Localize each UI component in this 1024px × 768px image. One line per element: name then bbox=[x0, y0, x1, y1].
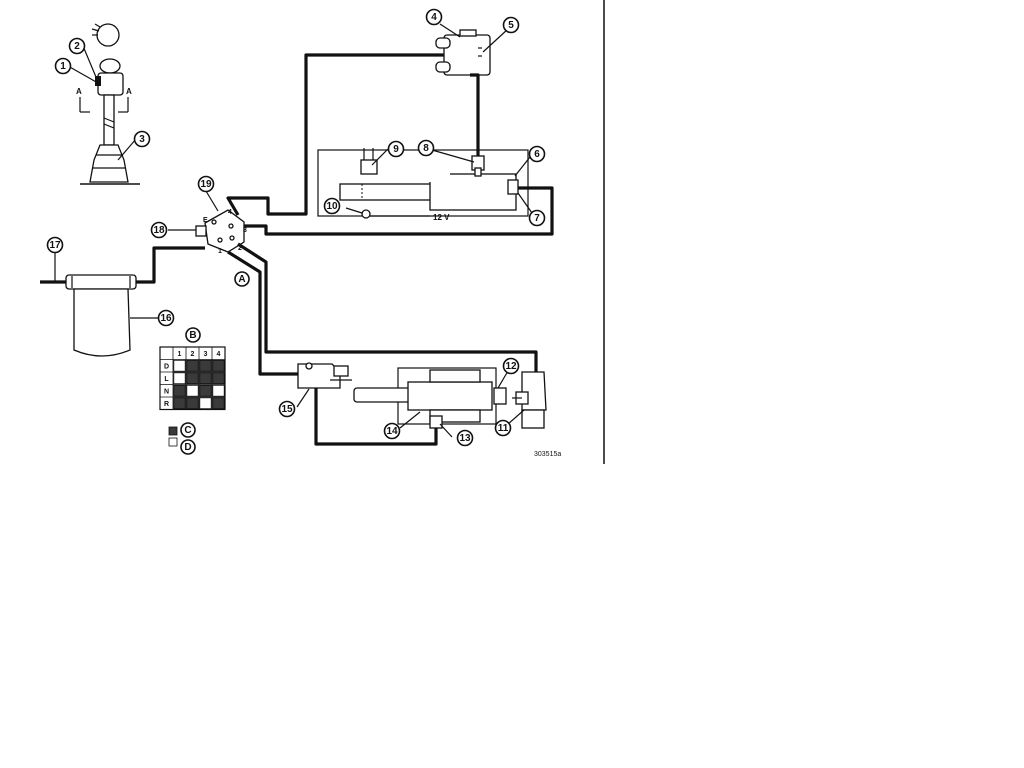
callout-12: 12 bbox=[502, 357, 520, 375]
table-cell-dark bbox=[199, 384, 212, 397]
table-cell-dark bbox=[186, 397, 199, 410]
table-col-header: 3 bbox=[204, 351, 208, 358]
port-3-label: 3 bbox=[243, 227, 247, 234]
table-row-label: N bbox=[164, 389, 169, 396]
callout-17: 17 bbox=[46, 236, 64, 254]
port-1-label: 1 bbox=[218, 248, 222, 255]
callout-3: 3 bbox=[133, 130, 151, 148]
callout-18: 18 bbox=[150, 221, 168, 239]
rotary-selector-valve: E 1 2 3 4 bbox=[168, 190, 247, 255]
detail-label-A: A bbox=[234, 271, 250, 287]
solenoid-valve-upper bbox=[435, 23, 509, 76]
svg-text:19: 19 bbox=[200, 179, 212, 190]
table-col-header: 2 bbox=[191, 351, 195, 358]
callout-15: 15 bbox=[278, 400, 296, 418]
table-cell-white bbox=[173, 359, 186, 372]
table-cell-dark bbox=[186, 359, 199, 372]
svg-text:7: 7 bbox=[534, 213, 540, 224]
table-cell-dark bbox=[199, 372, 212, 385]
table-cell-dark bbox=[173, 397, 186, 410]
lower-actuator bbox=[296, 362, 547, 438]
callout-10: 10 bbox=[323, 197, 341, 215]
port-e-label: E bbox=[203, 217, 208, 224]
table-cell-dark bbox=[212, 372, 225, 385]
svg-text:18: 18 bbox=[153, 225, 165, 236]
callout-5: 5 bbox=[502, 16, 520, 34]
figure-code: 303515a bbox=[534, 451, 561, 458]
table-cell-dark bbox=[212, 397, 225, 410]
table-cell-white bbox=[212, 384, 225, 397]
svg-text:8: 8 bbox=[423, 143, 429, 154]
svg-text:17: 17 bbox=[49, 240, 61, 251]
callout-4: 4 bbox=[425, 8, 443, 26]
svg-text:6: 6 bbox=[534, 149, 540, 160]
svg-text:15: 15 bbox=[281, 404, 293, 415]
oil-filter bbox=[54, 252, 158, 357]
port-4-label: 4 bbox=[228, 209, 232, 216]
svg-text:C: C bbox=[184, 425, 191, 436]
callout-7: 7 bbox=[528, 209, 546, 227]
upper-actuator: 12 V bbox=[317, 148, 533, 222]
table-row-label: D bbox=[164, 364, 169, 371]
callout-11: 11 bbox=[494, 419, 512, 437]
callout-16: 16 bbox=[157, 309, 175, 327]
svg-text:9: 9 bbox=[393, 144, 399, 155]
detail-label-B: B bbox=[185, 327, 201, 343]
svg-text:5: 5 bbox=[508, 20, 514, 31]
callout-6: 6 bbox=[528, 145, 546, 163]
legend bbox=[168, 426, 178, 447]
table-cell-white bbox=[199, 397, 212, 410]
table-cell-dark bbox=[186, 372, 199, 385]
callout-2: 2 bbox=[68, 37, 86, 55]
table-row-label: L bbox=[164, 376, 169, 383]
section-marker-right: A bbox=[126, 87, 132, 96]
callout-13: 13 bbox=[456, 429, 474, 447]
svg-text:B: B bbox=[189, 330, 196, 341]
hydraulic-lines bbox=[40, 53, 554, 446]
svg-text:A: A bbox=[238, 274, 245, 285]
table-col-header: 1 bbox=[178, 351, 182, 358]
port-2-label: 2 bbox=[238, 245, 242, 252]
svg-text:16: 16 bbox=[160, 313, 172, 324]
table-cell-dark bbox=[199, 359, 212, 372]
svg-text:11: 11 bbox=[498, 423, 509, 434]
table-cell-dark bbox=[212, 359, 225, 372]
svg-text:4: 4 bbox=[431, 12, 437, 23]
svg-text:10: 10 bbox=[326, 201, 338, 212]
callout-14: 14 bbox=[383, 422, 401, 440]
svg-text:14: 14 bbox=[386, 426, 398, 437]
callout-8: 8 bbox=[417, 139, 435, 157]
callout-9: 9 bbox=[387, 140, 405, 158]
section-marker-left: A bbox=[76, 87, 82, 96]
callout-1: 1 bbox=[54, 57, 72, 75]
svg-text:D: D bbox=[184, 442, 191, 453]
svg-text:2: 2 bbox=[74, 41, 80, 52]
table-cell-dark bbox=[173, 384, 186, 397]
svg-text:13: 13 bbox=[459, 433, 471, 444]
svg-text:3: 3 bbox=[139, 134, 145, 145]
table-row-label: R bbox=[164, 401, 169, 408]
table-cell-white bbox=[186, 384, 199, 397]
detail-label-D: D bbox=[180, 439, 196, 455]
legend-swatch-c bbox=[168, 426, 178, 436]
svg-text:12: 12 bbox=[505, 361, 517, 372]
table-cell-white bbox=[173, 372, 186, 385]
legend-swatch-d bbox=[168, 437, 178, 447]
voltage-label: 12 V bbox=[433, 213, 450, 222]
shift-lever-assembly: A A bbox=[67, 23, 140, 185]
callout-19: 19 bbox=[197, 175, 215, 193]
detail-label-C: C bbox=[180, 422, 196, 438]
svg-text:1: 1 bbox=[60, 61, 66, 72]
table-col-header: 4 bbox=[217, 351, 221, 358]
